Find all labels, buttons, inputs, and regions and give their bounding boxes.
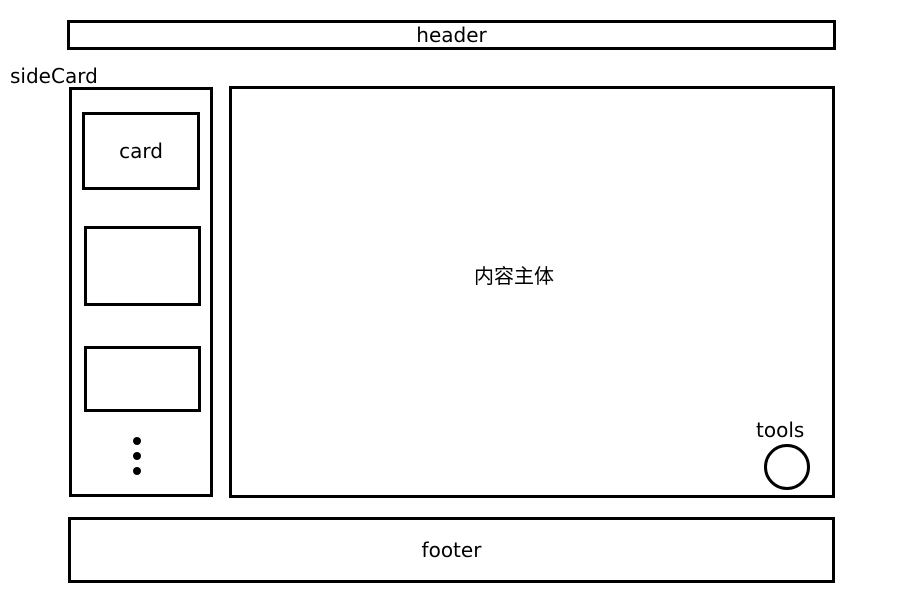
ellipsis-dot <box>133 437 141 445</box>
card-1: card <box>82 112 200 190</box>
tools-circle <box>764 444 810 490</box>
footer-label: footer <box>421 538 482 562</box>
header-label: header <box>416 23 487 47</box>
footer-box: footer <box>68 517 835 583</box>
card-label: card <box>119 139 163 163</box>
header-box: header <box>67 20 836 50</box>
sidecard-label: sideCard <box>10 64 98 88</box>
ellipsis-dot <box>133 452 141 460</box>
ellipsis-dot <box>133 467 141 475</box>
card-2 <box>84 226 201 306</box>
card-3 <box>84 346 201 412</box>
main-content-label: 内容主体 <box>474 264 554 288</box>
tools-label: tools <box>756 418 805 442</box>
main-content-box <box>229 86 835 498</box>
